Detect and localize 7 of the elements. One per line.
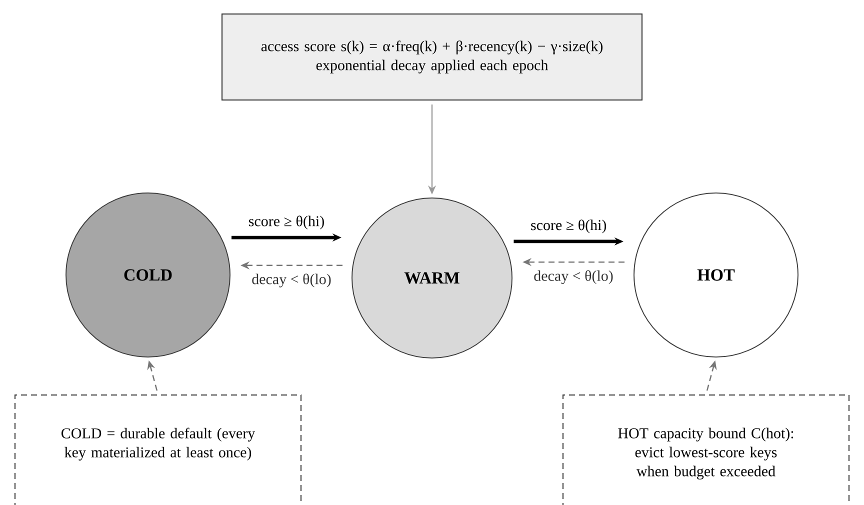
formula-box: access score s(k) = α·freq(k) + β·recency(k) − γ·size(k) exponential decay applied each epoch xyxy=(222,14,642,100)
edge-label: decay < θ(lo) xyxy=(250,272,332,288)
edge-label: score ≥ θ(hi) xyxy=(247,214,326,230)
note-box: COLD = durable default (every key materialized at least once) xyxy=(14,394,302,505)
edge-label: score ≥ θ(hi) xyxy=(530,218,608,234)
edge-label: decay < θ(lo) xyxy=(532,269,614,286)
note-box: HOT capacity bound C(hot): evict lowest-score keys when budget exceeded xyxy=(562,394,850,505)
